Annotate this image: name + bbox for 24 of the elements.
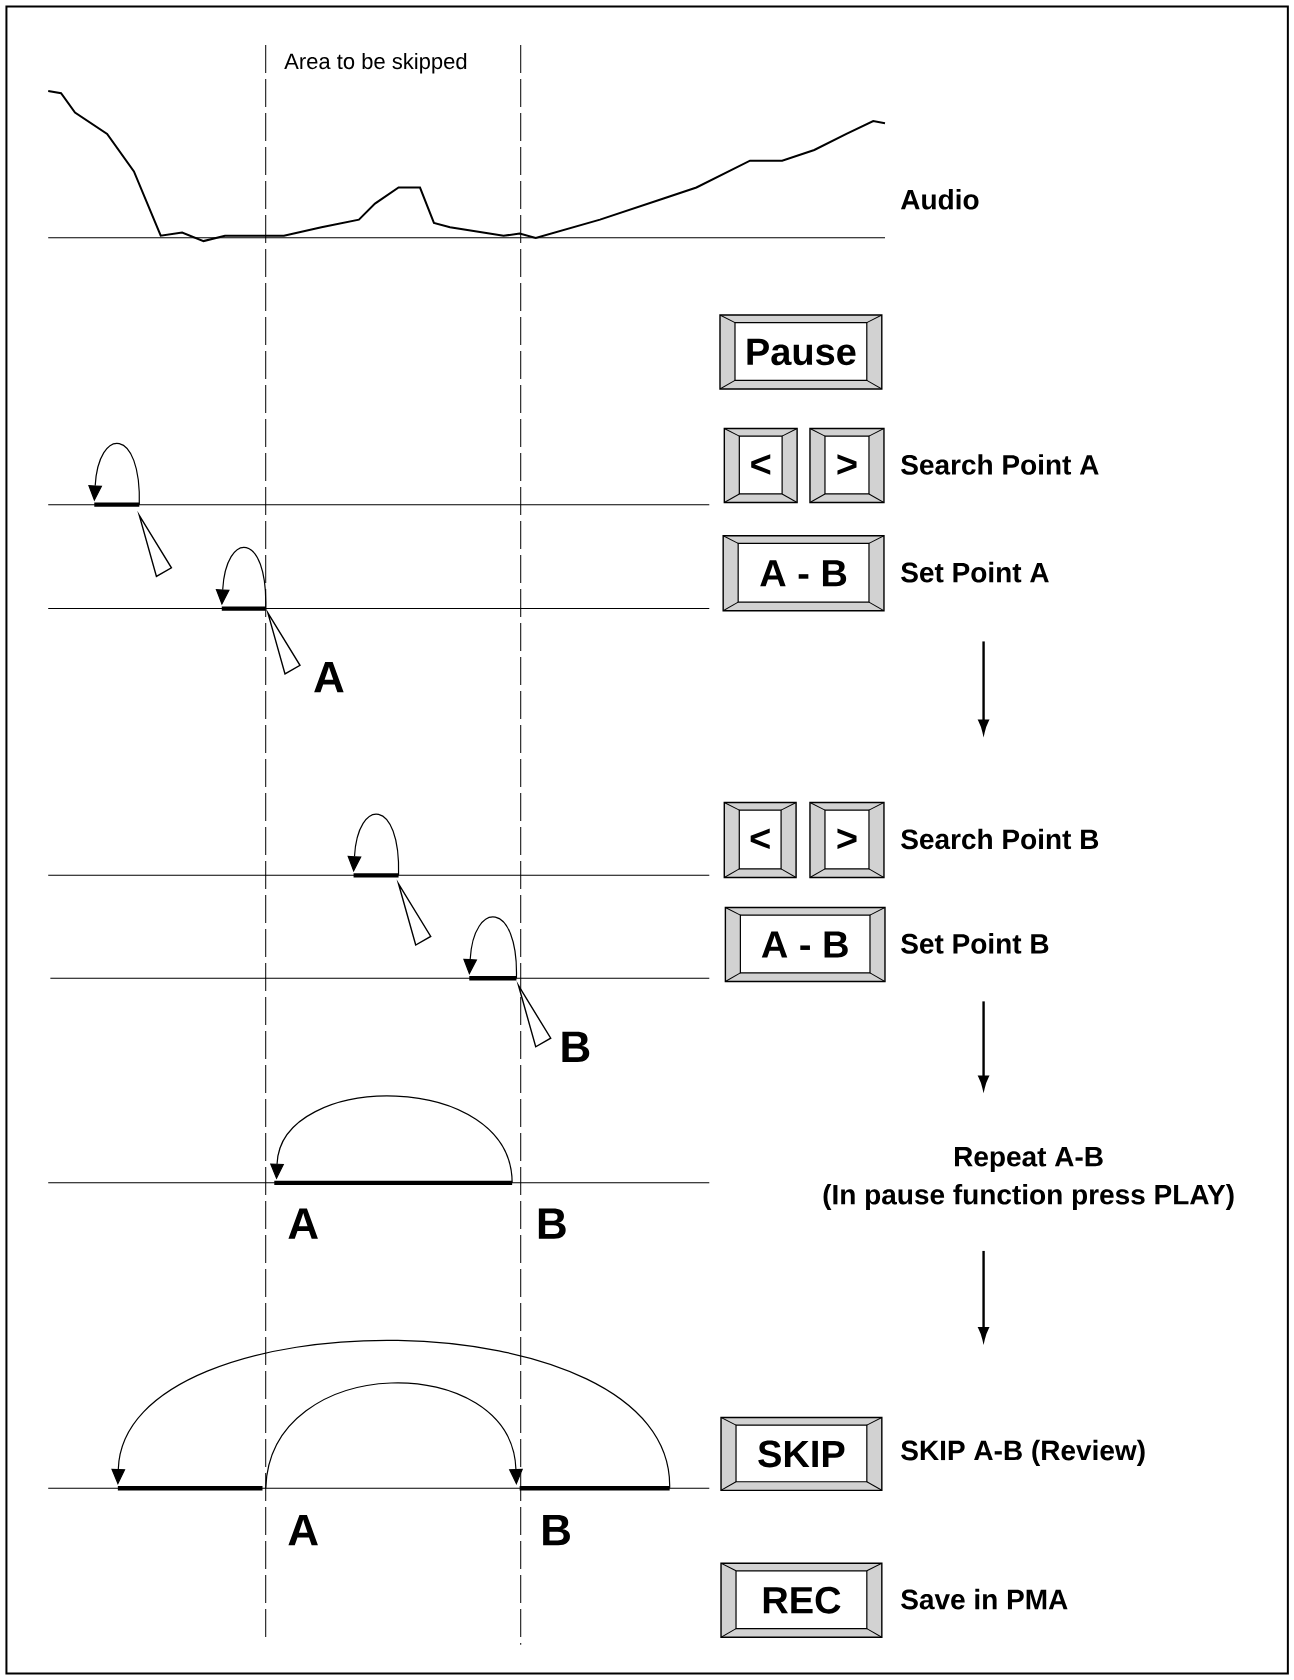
point-letter: A bbox=[288, 1208, 318, 1239]
step-label: Search Point A bbox=[900, 454, 1099, 475]
right-arrow-button: > bbox=[809, 801, 885, 879]
step-text: Repeat A-B (In pause function press PLAY) bbox=[823, 1147, 1234, 1211]
step-label: Set Point B bbox=[900, 933, 1049, 954]
step-label: Search Point B bbox=[900, 828, 1098, 850]
step-label: SKIP A-B (Review) bbox=[900, 1439, 1145, 1466]
rec-button: REC bbox=[720, 1562, 883, 1638]
step-label: Save in PMA bbox=[900, 1588, 1068, 1610]
skip-button: SKIP bbox=[720, 1416, 883, 1492]
point-letter: A bbox=[314, 662, 344, 693]
right-arrow-button: > bbox=[809, 427, 885, 504]
row-label: Audio bbox=[900, 189, 979, 210]
caption-label: Area to be skipped bbox=[284, 53, 467, 74]
ab-button: A - B bbox=[724, 906, 886, 983]
left-arrow-button: < bbox=[723, 427, 798, 504]
pause-button: Pause bbox=[719, 314, 883, 390]
point-letter: B bbox=[538, 1208, 566, 1239]
point-letter: B bbox=[562, 1031, 590, 1062]
left-arrow-button: < bbox=[723, 801, 797, 879]
point-letter: B bbox=[543, 1514, 570, 1546]
ab-button: A - B bbox=[722, 535, 885, 612]
point-letter: A bbox=[288, 1514, 318, 1546]
step-label: Set Point A bbox=[900, 561, 1049, 583]
